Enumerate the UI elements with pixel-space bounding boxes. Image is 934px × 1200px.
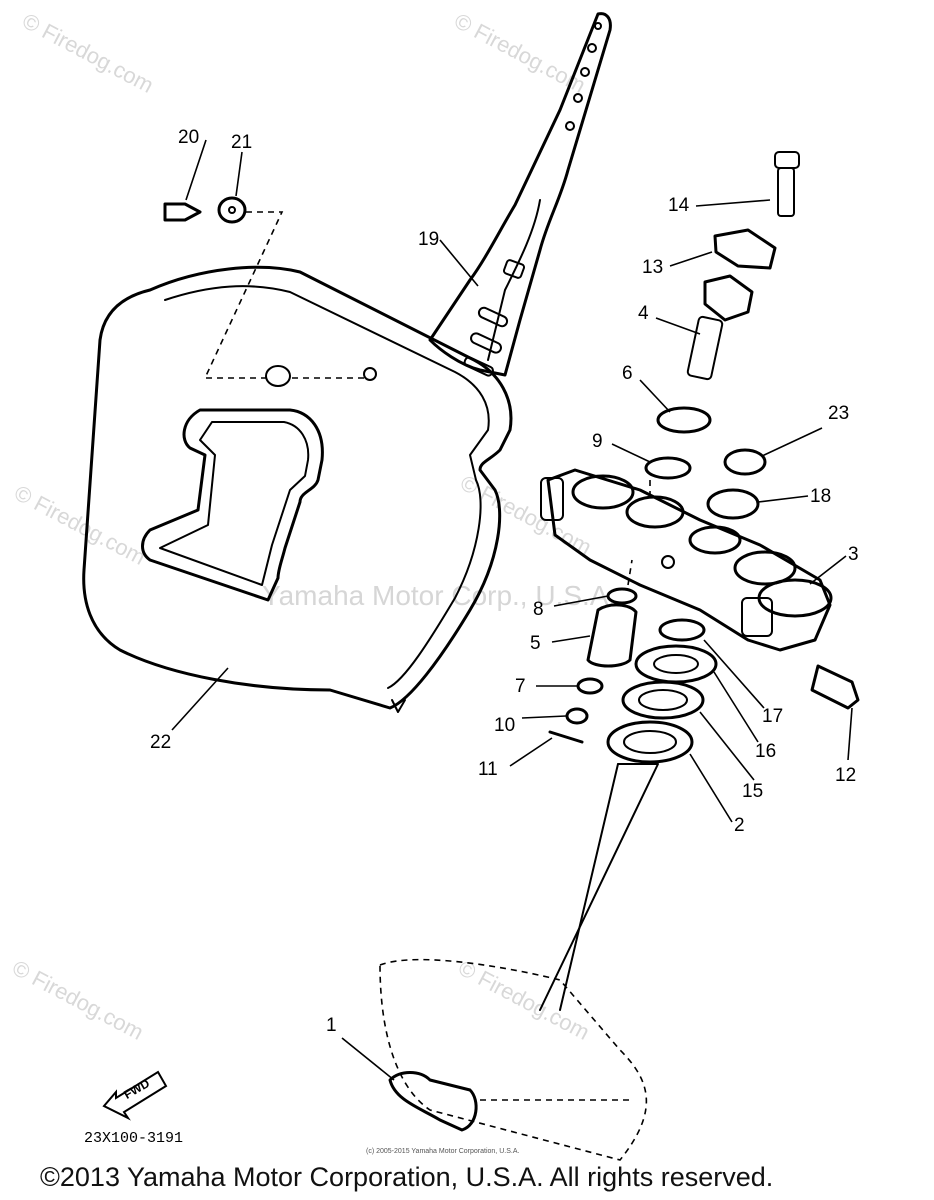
callout-11: 11 [478,759,498,780]
callout-7: 7 [515,676,526,697]
callout-17: 17 [762,706,784,727]
callout-6: 6 [622,363,633,384]
copyright-notice: ©2013 Yamaha Motor Corporation, U.S.A. A… [40,1162,774,1192]
callout-1: 1 [326,1015,337,1036]
callout-12: 12 [835,765,857,786]
fwd-arrow-icon: FWD [96,1062,176,1122]
leader-lines [171,139,853,1101]
callout-9: 9 [592,431,603,452]
callout-8: 8 [533,599,544,620]
part-code: 23X100-3191 [84,1130,184,1147]
callout-3: 3 [848,544,859,565]
callout-14: 14 [668,195,690,216]
callout-10: 10 [494,715,516,736]
callout-21: 21 [231,132,253,153]
bracket [428,12,612,377]
small-notice: (c) 2005-2015 Yamaha Motor Corporation, … [366,1148,520,1155]
callout-20: 20 [178,127,200,148]
callout-22: 22 [150,732,172,753]
callout-5: 5 [530,633,541,654]
callout-15: 15 [742,781,764,802]
callout-19: 19 [418,229,440,250]
callout-18: 18 [810,486,832,507]
callout-16: 16 [755,741,777,762]
callout-13: 13 [642,257,664,278]
callout-2: 2 [734,815,745,836]
top-clamp [540,468,833,652]
callout-4: 4 [638,303,649,324]
parts [163,151,860,1161]
number-plate [82,265,513,713]
callout-23: 23 [828,403,850,424]
